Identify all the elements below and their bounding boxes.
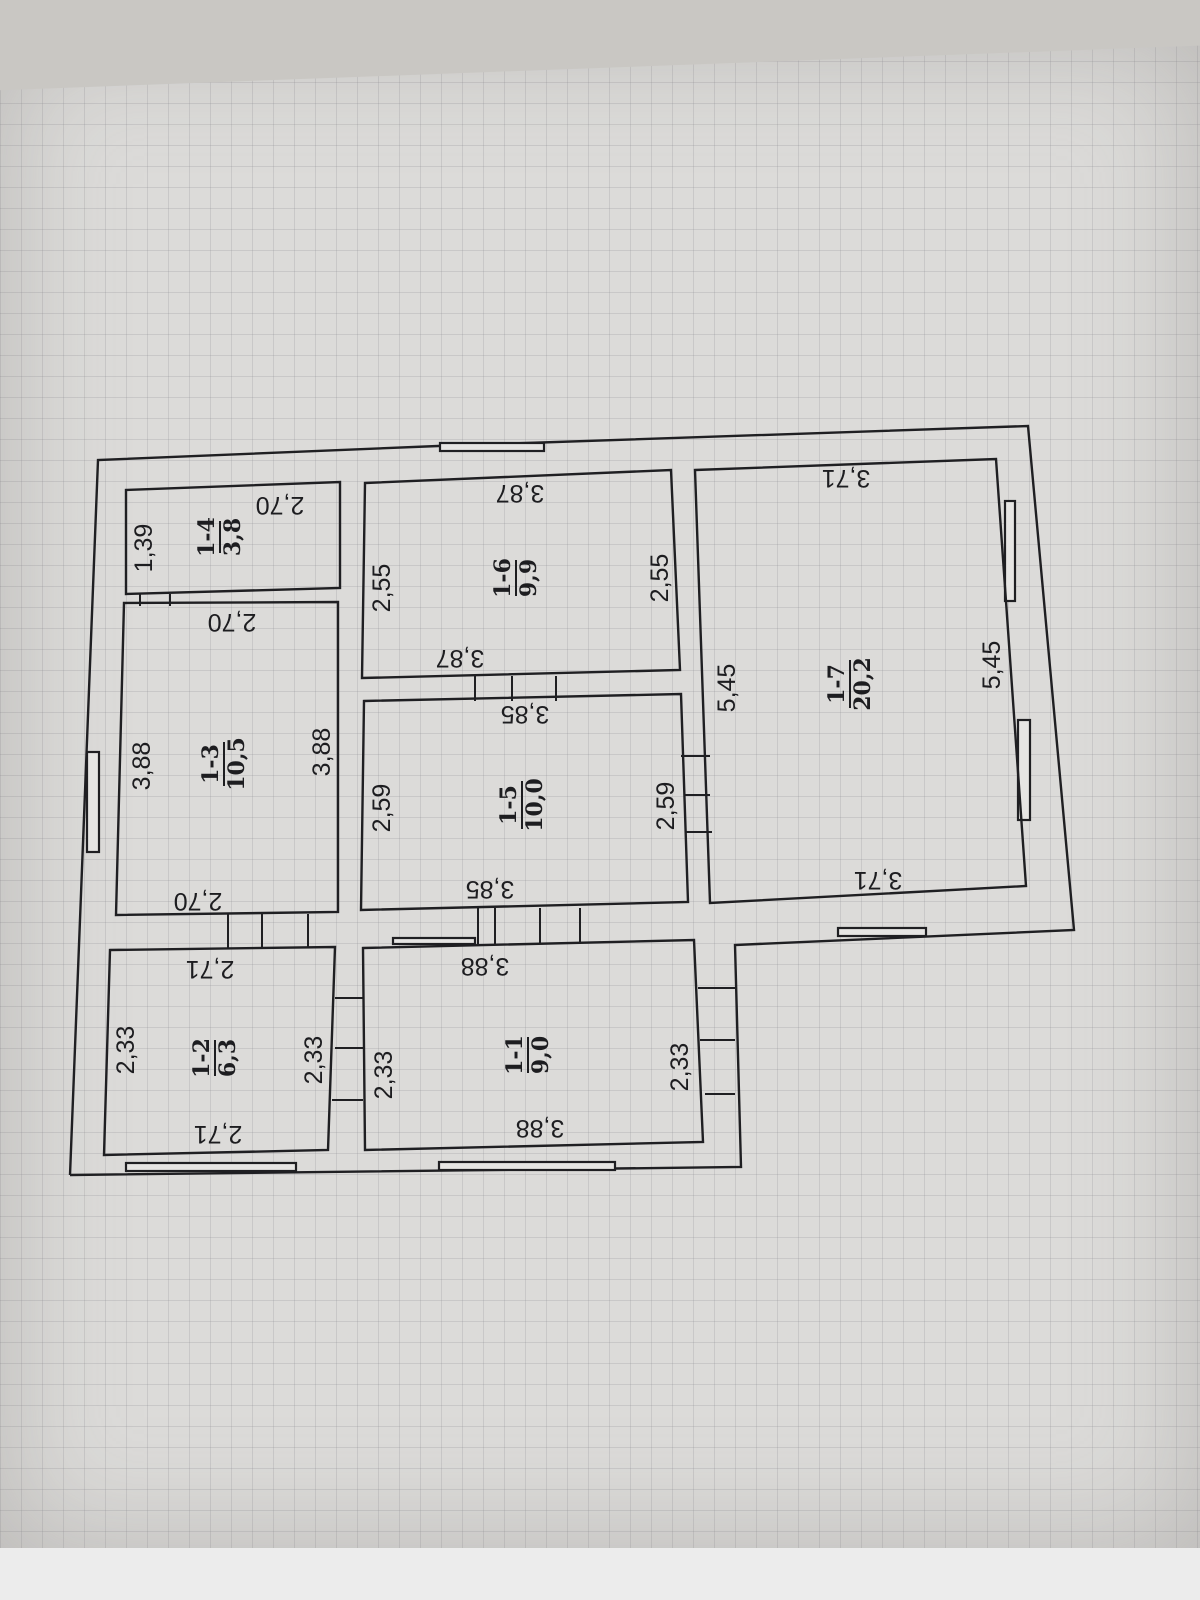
dim-1-5-bottom: 3,85 [466, 875, 515, 903]
dim-1-3-left: 3,88 [128, 742, 156, 791]
window-bottom-1-2 [124, 1161, 298, 1173]
room-1-1-outline [361, 938, 705, 1152]
room-label-1-4: 1-4 3,8 [194, 517, 246, 557]
room-1-1-area: 9,0 [528, 1036, 554, 1074]
room-1-5-outline [359, 692, 690, 912]
room-1-3-outline [114, 600, 340, 917]
dim-1-7-right: 5,45 [978, 641, 1006, 690]
dim-1-7-left: 5,45 [713, 664, 741, 713]
window-top-1-6 [438, 441, 546, 453]
room-1-2-area: 6,3 [215, 1039, 241, 1077]
room-1-2-outline [102, 945, 337, 1157]
room-1-2-id: 1-2 [189, 1038, 215, 1078]
room-1-7-outline [693, 457, 1028, 905]
window-interior [391, 936, 477, 946]
dim-1-7-bottom: 3,71 [854, 866, 903, 894]
dim-1-6-top: 3,87 [496, 479, 545, 507]
dim-1-1-right: 2,33 [666, 1043, 694, 1092]
window-group [85, 441, 1032, 1173]
dim-1-5-left: 2,59 [368, 784, 396, 833]
room-label-1-5: 1-5 10,0 [496, 778, 548, 832]
room-label-1-3: 1-3 10,5 [198, 737, 250, 791]
window-bottom-1-1 [437, 1160, 617, 1172]
door-openings [139, 594, 735, 1101]
dim-1-5-top: 3,85 [501, 700, 550, 728]
outer-wall [68, 424, 1076, 1177]
dim-1-7-top: 3,71 [822, 464, 871, 492]
room-1-1-id: 1-1 [502, 1035, 528, 1075]
dim-1-3-top: 2,70 [208, 608, 257, 636]
dimensions-horizontal: 2,70 2,70 2,70 2,71 2,71 3,87 3,87 3,85 … [174, 464, 903, 1148]
room-1-3-area: 10,5 [224, 737, 250, 791]
room-label-1-1: 1-1 9,0 [502, 1035, 554, 1075]
room-1-5-id: 1-5 [496, 785, 522, 825]
room-1-4-outline [124, 480, 342, 596]
dimensions-vertical: 1,39 3,88 3,88 2,33 2,33 2,55 2,55 2,59 … [112, 524, 1006, 1100]
dim-1-4-left: 1,39 [130, 524, 158, 573]
dim-1-6-bottom: 3,87 [436, 644, 485, 672]
dim-1-6-left: 2,55 [368, 564, 396, 613]
dim-1-6-right: 2,55 [646, 554, 674, 603]
window-bottom-1-7 [836, 926, 928, 938]
window-right-upper [1003, 499, 1017, 603]
room-label-1-2: 1-2 6,3 [189, 1038, 241, 1078]
room-1-4-area: 3,8 [220, 518, 246, 556]
window-left-1-3 [85, 750, 101, 854]
dim-1-3-bottom: 2,70 [174, 887, 223, 915]
dim-1-2-top: 2,71 [186, 955, 235, 983]
dim-1-5-right: 2,59 [652, 782, 680, 831]
room-1-4-id: 1-4 [194, 517, 220, 557]
dim-1-2-left: 2,33 [112, 1026, 140, 1075]
room-1-7-id: 1-7 [824, 664, 850, 704]
dim-1-1-bottom: 3,88 [516, 1114, 565, 1142]
graph-paper-sheet [0, 40, 1200, 1550]
dim-1-2-right: 2,33 [300, 1036, 328, 1085]
room-outlines [102, 457, 1028, 1157]
dim-1-2-bottom: 2,71 [194, 1120, 243, 1148]
room-1-6-area: 9,9 [516, 559, 542, 597]
room-1-6-id: 1-6 [490, 558, 516, 598]
dim-1-4-top: 2,70 [256, 491, 305, 519]
room-1-6-outline [360, 468, 682, 680]
dim-1-1-top: 3,88 [461, 952, 510, 980]
paper-bottom-edge [0, 1548, 1200, 1600]
room-label-1-6: 1-6 9,9 [490, 558, 542, 598]
room-1-7-area: 20,2 [850, 657, 876, 711]
room-1-3-id: 1-3 [198, 744, 224, 784]
dim-1-1-left: 2,33 [370, 1051, 398, 1100]
room-label-1-7: 1-7 20,2 [824, 657, 876, 711]
dim-1-3-right: 3,88 [308, 728, 336, 777]
room-1-5-area: 10,0 [522, 778, 548, 832]
